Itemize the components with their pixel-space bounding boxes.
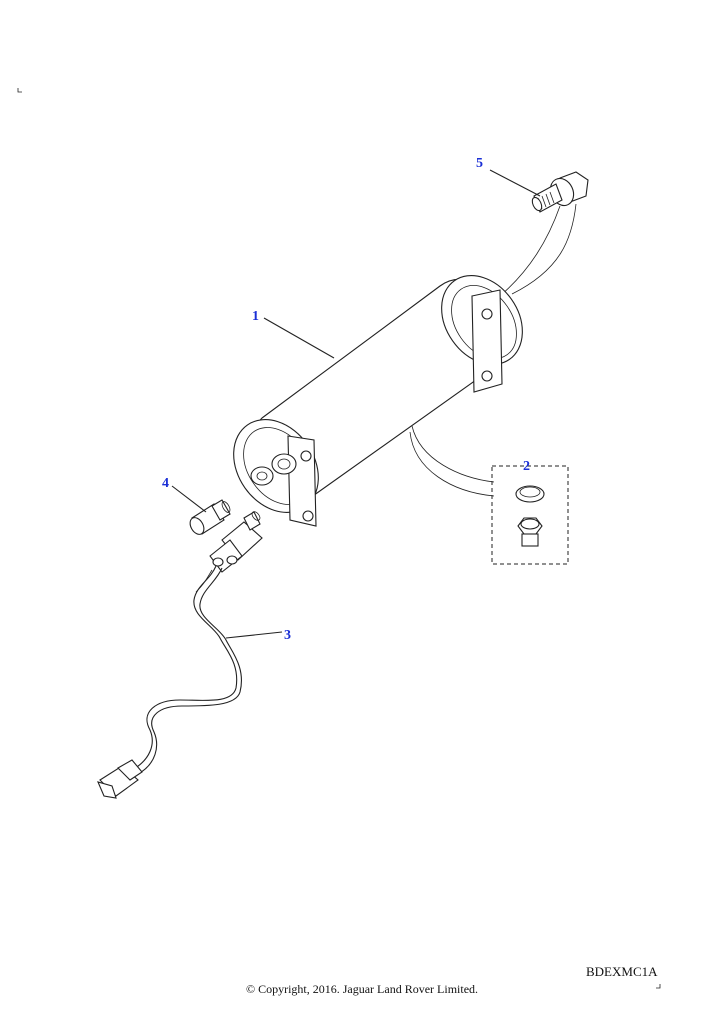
plug-guide-line-a bbox=[411, 425, 495, 483]
callout-3[interactable]: 3 bbox=[284, 628, 291, 643]
callout-5[interactable]: 5 bbox=[476, 156, 483, 171]
leader-line-5 bbox=[489, 169, 541, 197]
bolt-guide-line-b bbox=[499, 205, 561, 297]
copyright-notice: © Copyright, 2016. Jaguar Land Rover Lim… bbox=[245, 982, 479, 996]
leader-line-4 bbox=[171, 485, 207, 513]
part-3-pressure-switch-harness bbox=[97, 511, 263, 799]
bolt-guide-line-a bbox=[511, 203, 577, 295]
drawing-code: BDEXMC1A bbox=[586, 964, 658, 979]
callout-1[interactable]: 1 bbox=[252, 309, 259, 324]
plug-guide-line-b bbox=[409, 431, 495, 497]
callout-2[interactable]: 2 bbox=[523, 459, 530, 474]
corner-mark-top-left bbox=[17, 88, 22, 93]
part-4-adapter bbox=[189, 499, 231, 535]
part-1-receiver-drier bbox=[233, 275, 523, 527]
part-2-cap-and-plug bbox=[491, 465, 569, 565]
part-5-bolt bbox=[531, 171, 589, 213]
callout-4[interactable]: 4 bbox=[162, 476, 169, 491]
corner-mark-bottom-right bbox=[656, 984, 661, 989]
leader-line-3 bbox=[225, 631, 283, 639]
leader-line-1 bbox=[263, 317, 335, 359]
